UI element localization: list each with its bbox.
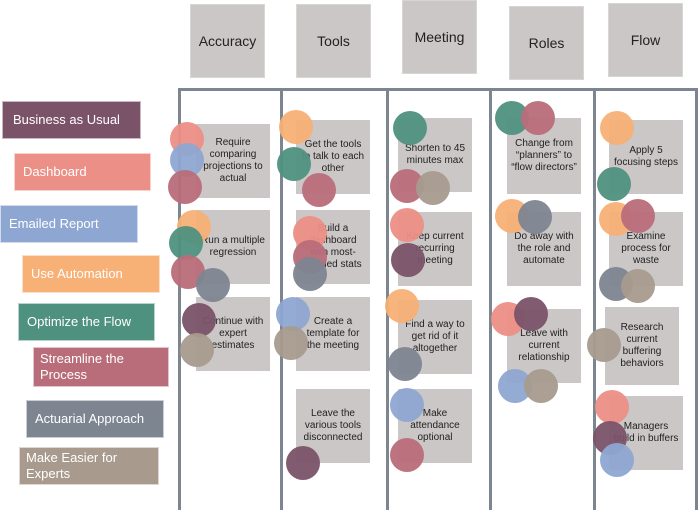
vote-dot-experts — [416, 171, 450, 205]
vote-dot-actuarial — [293, 257, 327, 291]
vote-dot-experts — [274, 326, 308, 360]
card-require-comparing: Require comparing projections to actual — [196, 124, 270, 198]
legend-dashboard: Dashboard — [14, 153, 151, 191]
column-header-flow: Flow — [608, 3, 683, 77]
vote-dot-streamline — [621, 199, 655, 233]
legend-business-as-usual: Business as Usual — [2, 101, 141, 139]
legend-optimize-the-flow: Optimize the Flow — [18, 303, 155, 341]
board-frame — [178, 88, 698, 510]
vote-dot-use-automation — [279, 110, 313, 144]
vote-dot-business-as-usual — [286, 446, 320, 480]
column-divider — [593, 88, 596, 510]
vote-dot-dashboard — [595, 390, 629, 424]
legend-make-easier-for-experts: Make Easier for Experts — [19, 447, 159, 485]
vote-dot-use-automation — [385, 289, 419, 323]
vote-dot-experts — [587, 328, 621, 362]
vote-dot-experts — [621, 269, 655, 303]
column-divider — [489, 88, 492, 510]
vote-dot-optimize-flow — [277, 147, 311, 181]
column-header-meeting: Meeting — [402, 0, 477, 74]
vote-dot-emailed-report — [276, 297, 310, 331]
vote-dot-optimize-flow — [169, 226, 203, 260]
column-divider — [280, 88, 283, 510]
vote-dot-actuarial — [388, 347, 422, 381]
vote-dot-business-as-usual — [514, 297, 548, 331]
column-header-accuracy: Accuracy — [190, 4, 265, 78]
column-header-roles: Roles — [509, 6, 584, 80]
vote-dot-streamline — [302, 173, 336, 207]
vote-dot-experts — [524, 369, 558, 403]
vote-dot-business-as-usual — [182, 303, 216, 337]
vote-dot-streamline — [168, 170, 202, 204]
legend-streamline-the-process: Streamline the Process — [33, 347, 169, 387]
legend-emailed-report: Emailed Report — [0, 205, 138, 243]
vote-dot-streamline — [390, 438, 424, 472]
vote-dot-optimize-flow — [597, 167, 631, 201]
vote-dot-emailed-report — [600, 443, 634, 477]
vote-dot-emailed-report — [390, 388, 424, 422]
vote-dot-business-as-usual — [391, 243, 425, 277]
vote-dot-actuarial — [518, 200, 552, 234]
vote-dot-use-automation — [600, 111, 634, 145]
vote-dot-optimize-flow — [393, 111, 427, 145]
column-header-tools: Tools — [296, 4, 371, 78]
legend-use-automation: Use Automation — [22, 255, 160, 293]
vote-dot-streamline — [521, 101, 555, 135]
legend-actuarial-approach: Actuarial Approach — [26, 400, 164, 438]
vote-dot-actuarial — [196, 268, 230, 302]
vote-dot-experts — [180, 333, 214, 367]
vote-dot-dashboard — [390, 208, 424, 242]
